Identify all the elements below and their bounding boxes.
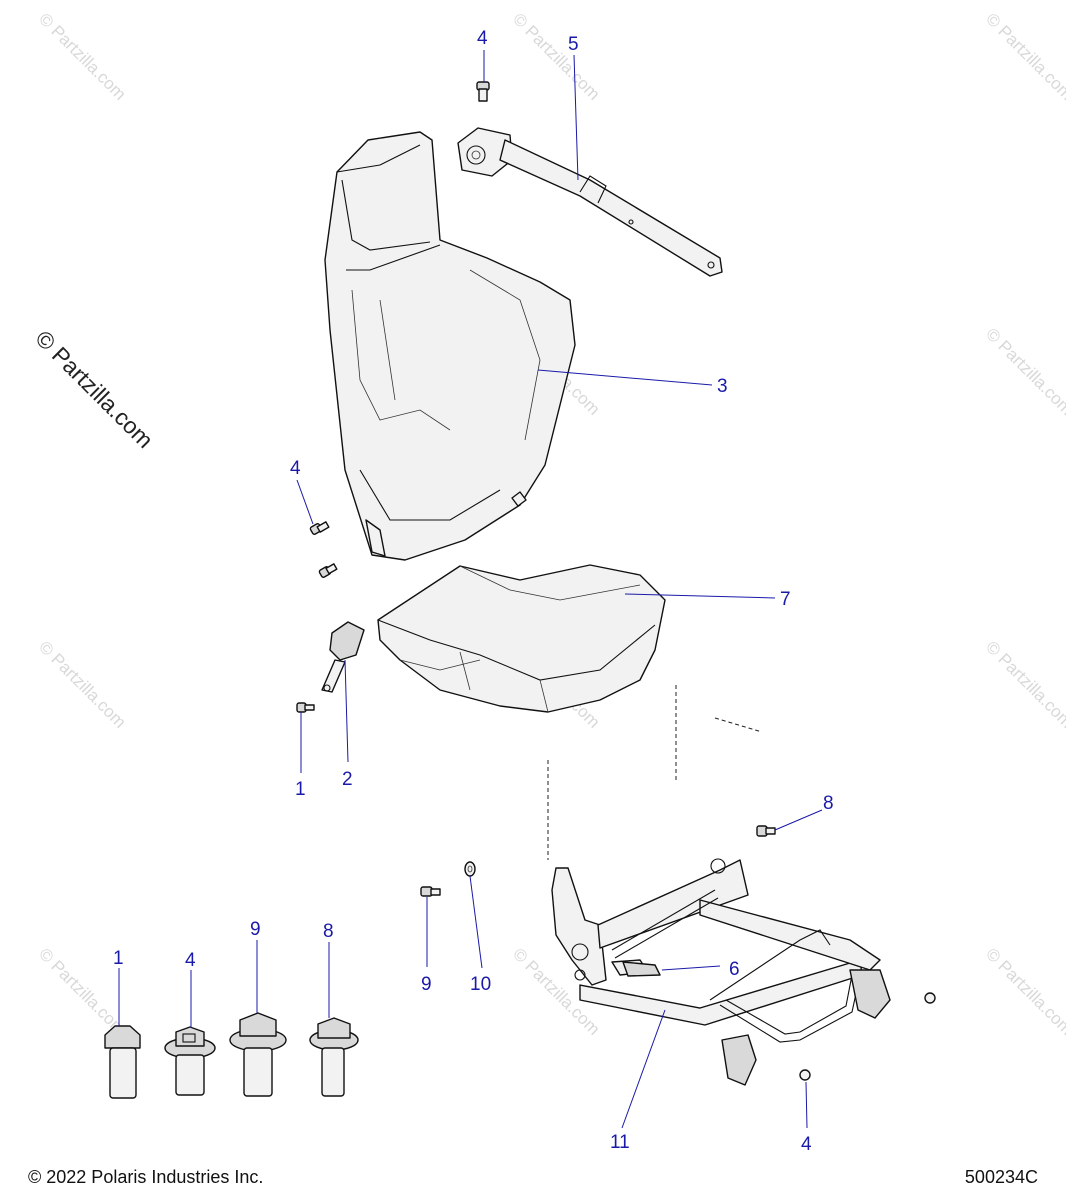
callout-9-mid: 9 <box>421 974 432 995</box>
watermark-large: © Partzilla.com <box>30 325 158 453</box>
callout-4-legend: 4 <box>185 950 196 971</box>
washer-10 <box>464 861 476 877</box>
watermark: © Partzilla.com <box>35 637 129 731</box>
seat-frame <box>551 858 891 1086</box>
seat-belt-buckle <box>321 621 365 693</box>
callout-6: 6 <box>729 959 740 980</box>
watermark: © Partzilla.com <box>982 944 1066 1038</box>
seat-back <box>324 131 576 561</box>
fastener-legend <box>104 1012 359 1099</box>
screw-8 <box>756 825 776 837</box>
watermark: © Partzilla.com <box>982 324 1066 418</box>
callout-11: 11 <box>610 1132 630 1153</box>
watermark: © Partzilla.com <box>35 9 129 103</box>
callout-7: 7 <box>780 589 791 610</box>
callout-10: 10 <box>470 974 491 995</box>
screws-left <box>309 521 338 578</box>
watermark: © Partzilla.com <box>509 9 603 103</box>
callout-4-top: 4 <box>477 28 488 49</box>
callout-3: 3 <box>717 376 728 397</box>
nut-right <box>924 992 936 1004</box>
screw-top <box>476 81 490 102</box>
watermark: © Partzilla.com <box>982 9 1066 103</box>
alignment-lines <box>547 685 763 860</box>
leader-lines <box>118 50 823 1129</box>
seat-belt-retractor <box>457 127 723 277</box>
release-handle <box>622 961 661 977</box>
callout-1-legend: 1 <box>113 948 124 969</box>
callout-9-legend: 9 <box>250 919 261 940</box>
callout-4-bottom: 4 <box>801 1134 812 1155</box>
callout-8-legend: 8 <box>323 921 334 942</box>
callout-8-right: 8 <box>823 793 834 814</box>
callout-1: 1 <box>295 779 306 800</box>
watermark: © Partzilla.com <box>982 637 1066 731</box>
copyright-text: © 2022 Polaris Industries Inc. <box>28 1167 264 1187</box>
seat-bottom <box>377 564 666 713</box>
bolt-9-mid <box>420 886 441 897</box>
document-number: 500234C <box>964 1167 1038 1187</box>
nut-bottom <box>799 1069 811 1081</box>
callout-2: 2 <box>342 769 353 790</box>
screw-1 <box>296 702 315 713</box>
callout-5: 5 <box>568 34 579 55</box>
callout-4-left: 4 <box>290 458 301 479</box>
callouts: 4 5 3 4 7 1 2 8 9 10 6 11 4 1 4 9 8 <box>113 28 834 1155</box>
